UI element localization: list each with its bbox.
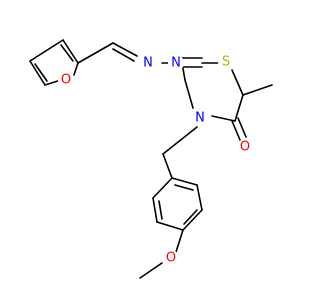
atom-labels: O N N S N O O [58, 54, 253, 266]
hydrazone-nitrogen-label: N [171, 56, 181, 71]
bond [158, 200, 163, 220]
ring-sulfur-label: S [222, 55, 230, 70]
bond [162, 126, 198, 155]
bond [29, 39, 64, 62]
molecule-structure-diagram: O N N S N O O [29, 39, 273, 279]
bond [62, 39, 79, 64]
ring-nitrogen-label: N [195, 111, 205, 126]
bond [139, 262, 163, 279]
bond [77, 42, 114, 64]
furan-oxygen-label: O [61, 73, 71, 88]
bond [234, 94, 244, 122]
bond [211, 115, 236, 122]
bond [182, 209, 203, 231]
ring-sulfur-atom: S [218, 54, 234, 70]
bond [112, 42, 138, 57]
bond [156, 221, 184, 231]
bond [152, 197, 158, 223]
bond [196, 184, 203, 211]
carbonyl-oxygen-label: O [240, 140, 250, 155]
furan-oxygen-atom: O [58, 72, 74, 88]
bond [183, 209, 198, 225]
bond [162, 153, 173, 179]
hydrazone-nitrogen-atom: N [168, 55, 184, 71]
bond [152, 177, 173, 199]
ring-nitrogen-atom: N [192, 110, 208, 126]
bond [231, 120, 241, 141]
bond [242, 84, 273, 96]
bond [231, 69, 244, 96]
bond [29, 60, 46, 86]
bond [184, 79, 194, 109]
carbonyl-oxygen-atom: O [237, 139, 253, 155]
bond [174, 184, 194, 191]
imine-nitrogen-label: N [143, 56, 153, 71]
bond [34, 63, 48, 82]
imine-nitrogen-atom: N [140, 55, 156, 71]
bond [73, 62, 79, 76]
ether-oxygen-atom: O [163, 250, 179, 266]
bond [60, 44, 74, 62]
bond [237, 117, 247, 138]
bond [112, 48, 135, 62]
bond [175, 229, 184, 253]
ether-oxygen-label: O [166, 251, 176, 266]
bond [171, 177, 198, 186]
